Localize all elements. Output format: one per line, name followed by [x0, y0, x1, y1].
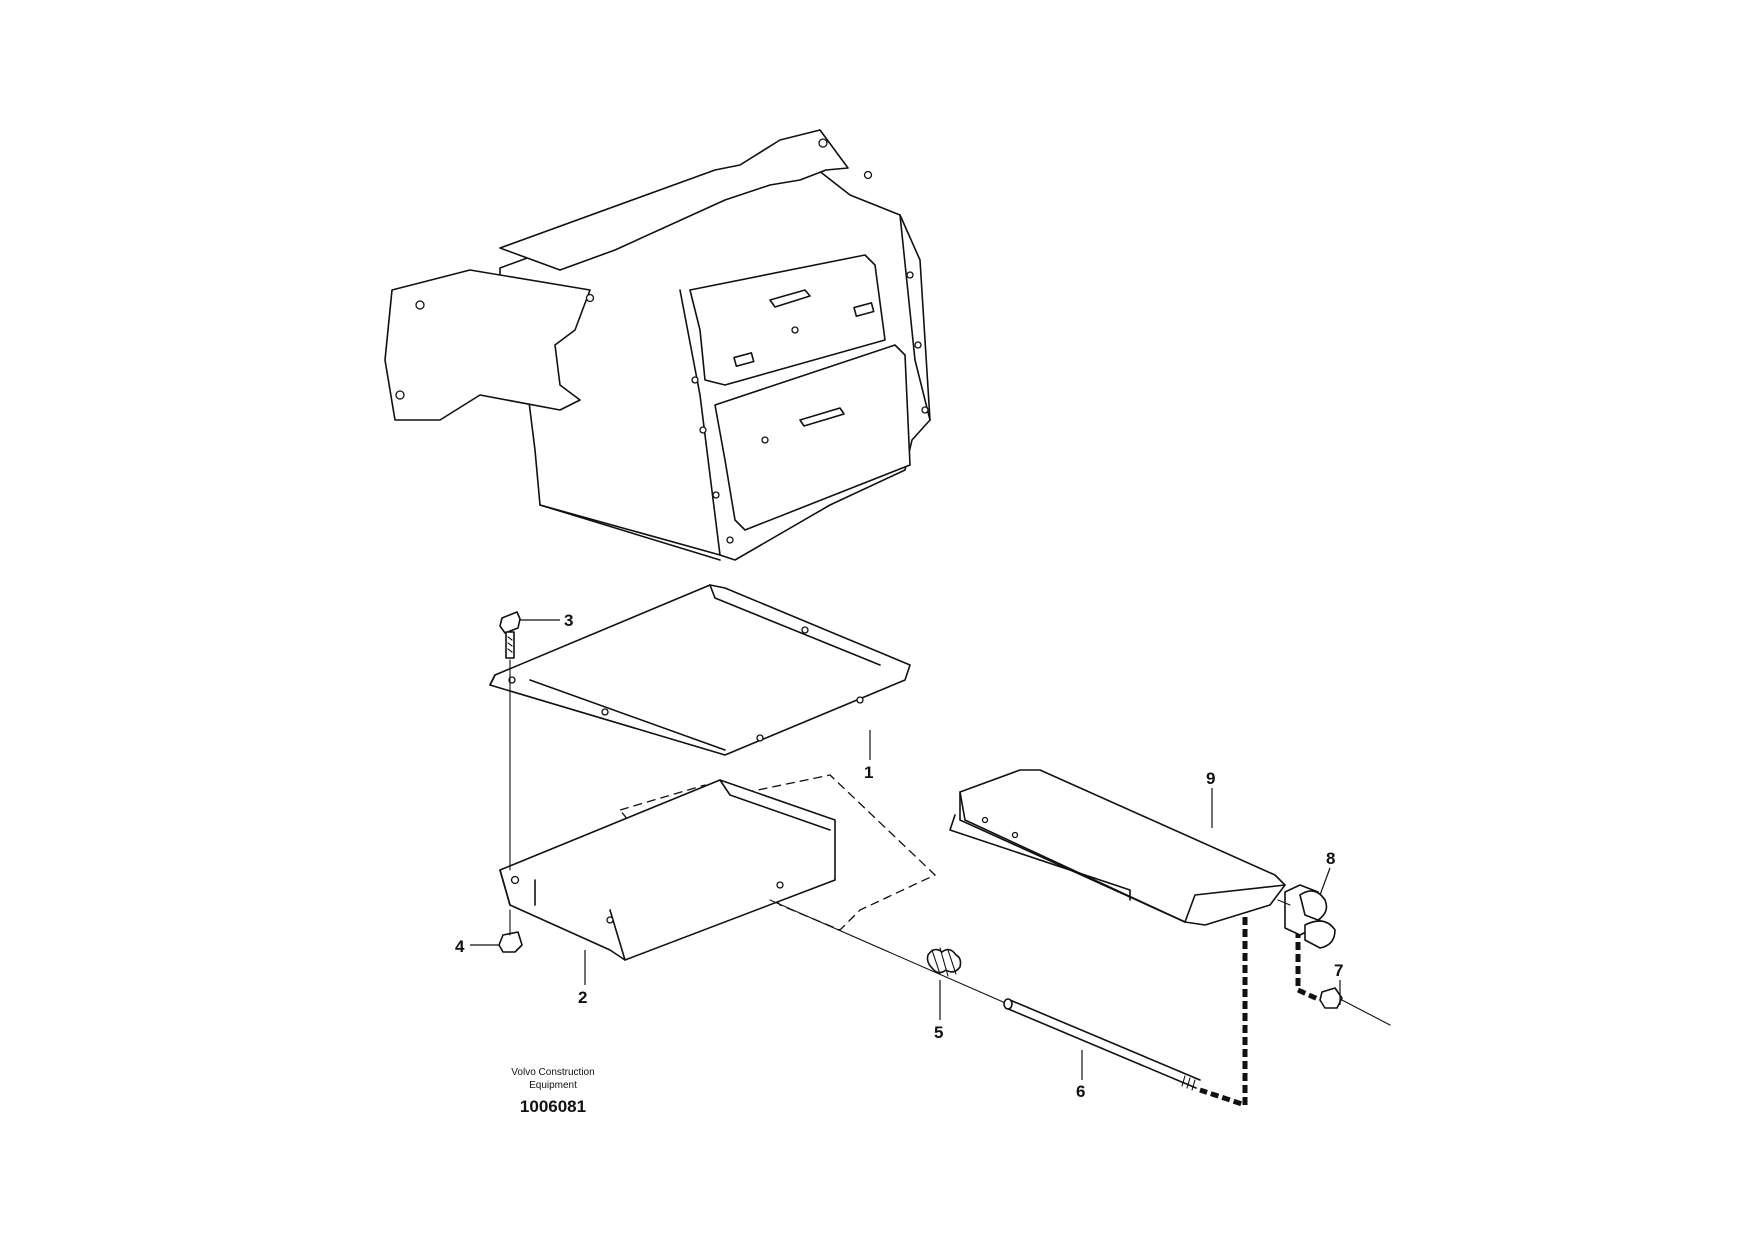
figure-number: 1006081	[520, 1097, 586, 1116]
part-7-nut	[1295, 930, 1391, 1026]
brand-line-1: Volvo Construction	[511, 1067, 594, 1078]
part-9-cushion	[949, 769, 1286, 926]
callout-1: 1	[864, 763, 873, 782]
part-4-nut	[498, 909, 523, 953]
callout-8: 8	[1326, 849, 1335, 868]
part-1-cover-plate	[489, 584, 911, 756]
part-3-bolt	[499, 611, 521, 871]
brand-line-2: Equipment	[529, 1080, 577, 1091]
part-2-bracket	[499, 774, 937, 961]
storage-box-housing	[384, 129, 931, 561]
callout-6: 6	[1076, 1082, 1085, 1101]
callout-2: 2	[578, 988, 587, 1007]
callout-5: 5	[934, 1023, 943, 1042]
callout-4: 4	[455, 937, 465, 956]
callout-7: 7	[1334, 961, 1343, 980]
part-5-spring	[769, 899, 1011, 1006]
callout-3: 3	[564, 611, 573, 630]
leader-lines	[470, 619, 1341, 1080]
part-8-clip	[1277, 884, 1336, 949]
figure-footer: Volvo Construction Equipment 1006081	[511, 1067, 594, 1116]
callout-9: 9	[1206, 769, 1215, 788]
part-6-rod	[1003, 905, 1248, 1109]
